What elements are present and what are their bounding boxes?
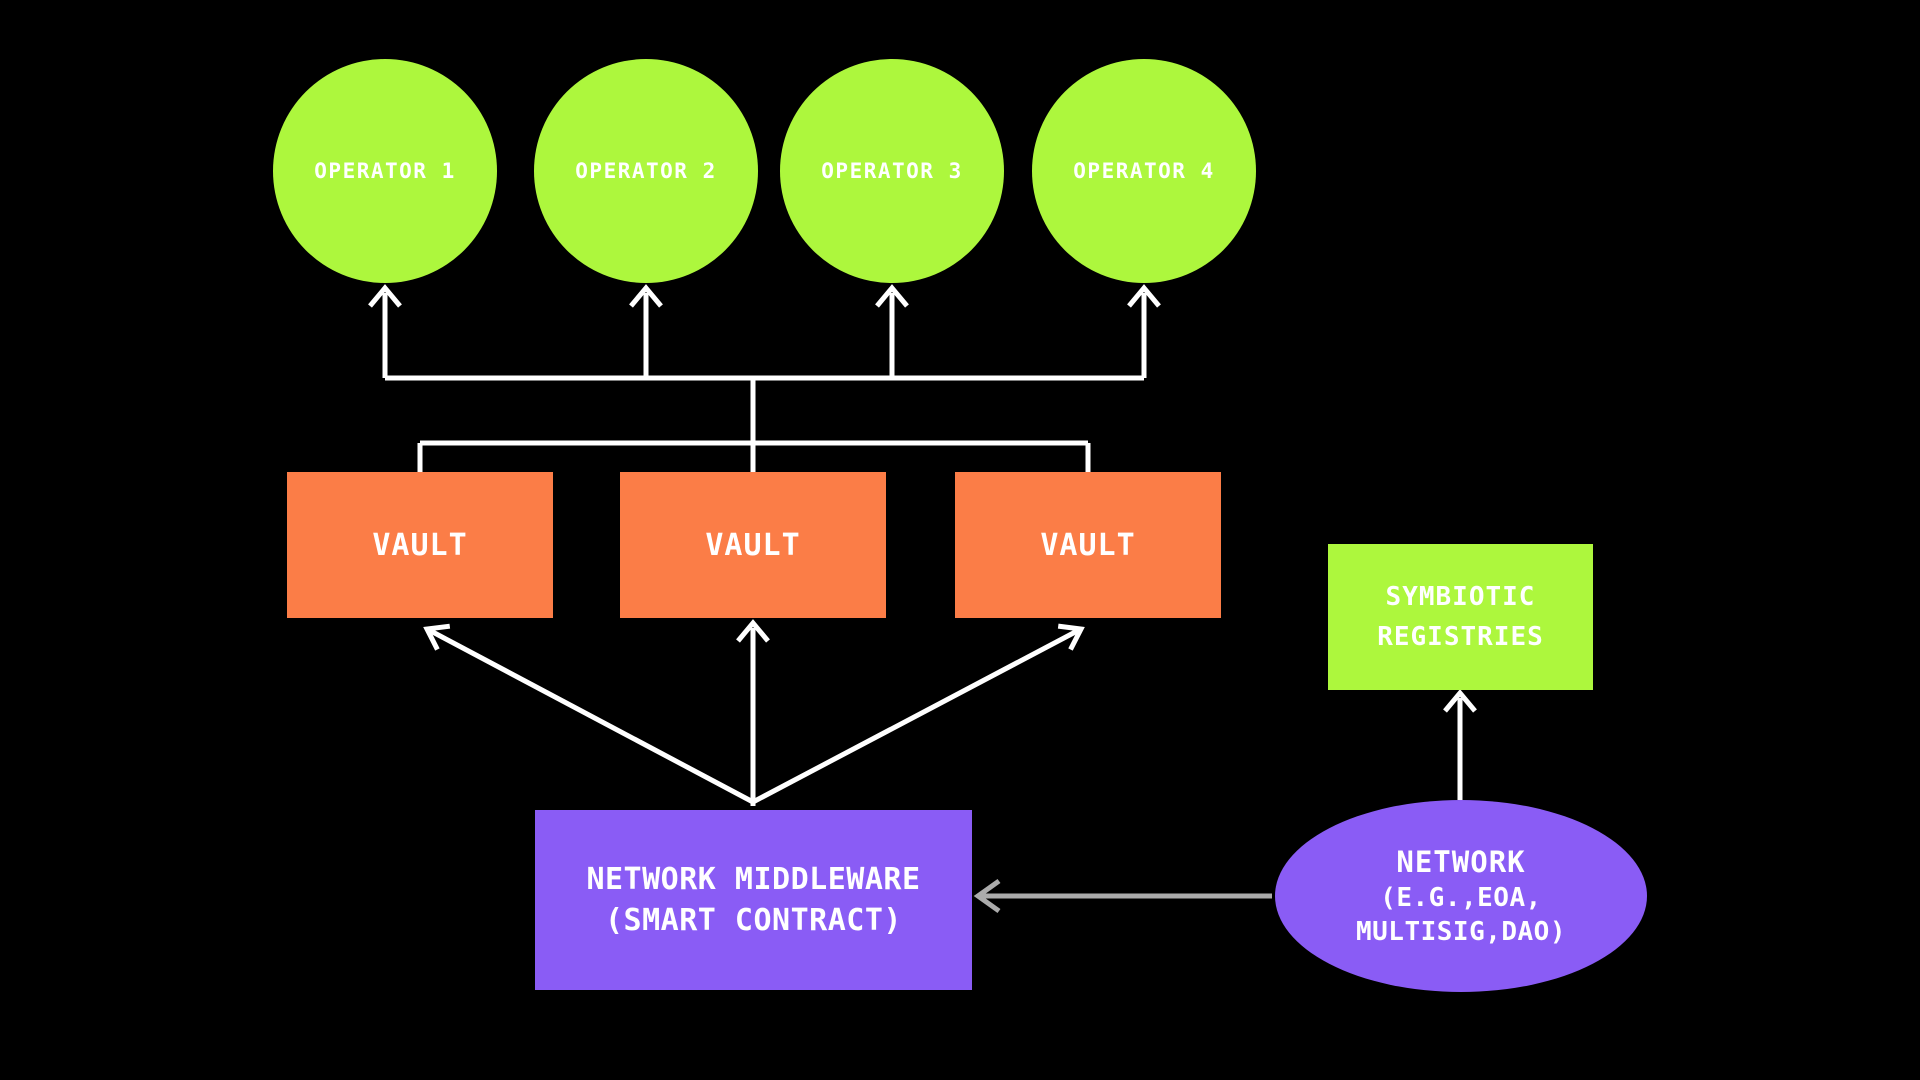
network-to-middleware-arrowhead-icon <box>973 878 1001 914</box>
middleware-to-vault-1-arrowhead-icon <box>423 623 451 651</box>
operator-4-node: OPERATOR 4 <box>1032 59 1256 283</box>
network-middleware-label-line1: NETWORK MIDDLEWARE <box>586 862 921 897</box>
network-node: NETWORK (E.G.,EOA, MULTISIG,DAO) <box>1275 800 1647 992</box>
middleware-to-vaults-arrows <box>423 619 1085 806</box>
operator-2-label: OPERATOR 2 <box>575 159 717 183</box>
network-label-line1: NETWORK <box>1396 844 1526 879</box>
vault-1-label: VAULT <box>372 527 468 563</box>
network-label-line2: (E.G.,EOA, <box>1380 882 1542 913</box>
network-to-middleware-arrow <box>973 878 1272 914</box>
operator-4-arrowhead-icon <box>1127 284 1161 308</box>
symbiotic-registries-label-line2: REGISTRIES <box>1377 622 1544 652</box>
middleware-to-vault-2-arrowhead-icon <box>736 619 770 643</box>
network-label-line3: MULTISIG,DAO) <box>1356 916 1566 947</box>
network-middleware-label-line2: (SMART CONTRACT) <box>605 903 902 938</box>
vault-2-label: VAULT <box>705 527 801 563</box>
middleware-to-vault-3-shaft <box>751 626 1083 805</box>
vault-2-node: VAULT <box>620 472 886 618</box>
operator-4-label: OPERATOR 4 <box>1073 159 1215 183</box>
operator-2-arrowhead-icon <box>629 284 663 308</box>
vault-3-node: VAULT <box>955 472 1221 618</box>
middleware-to-vault-3-arrowhead-icon <box>1057 623 1085 651</box>
network-to-registries-arrowhead-icon <box>1443 689 1477 713</box>
operator-1-arrowhead-icon <box>368 284 402 308</box>
vaults-bus <box>417 378 1091 472</box>
symbiotic-registries-label-line1: SYMBIOTIC <box>1385 582 1536 612</box>
network-to-registries-arrow <box>1443 689 1477 800</box>
symbiotic-registries-node: SYMBIOTIC REGISTRIES <box>1328 544 1593 690</box>
operator-3-arrowhead-icon <box>875 284 909 308</box>
operator-3-node: OPERATOR 3 <box>780 59 1004 283</box>
operator-2-node: OPERATOR 2 <box>534 59 758 283</box>
vault-3-label: VAULT <box>1040 527 1136 563</box>
network-middleware-node: NETWORK MIDDLEWARE (SMART CONTRACT) <box>535 810 972 990</box>
operator-3-label: OPERATOR 3 <box>821 159 963 183</box>
operator-1-label: OPERATOR 1 <box>314 159 456 183</box>
middleware-to-vault-1-shaft <box>425 626 755 805</box>
operator-1-node: OPERATOR 1 <box>273 59 497 283</box>
vault-1-node: VAULT <box>287 472 553 618</box>
operators-bus <box>368 284 1161 381</box>
